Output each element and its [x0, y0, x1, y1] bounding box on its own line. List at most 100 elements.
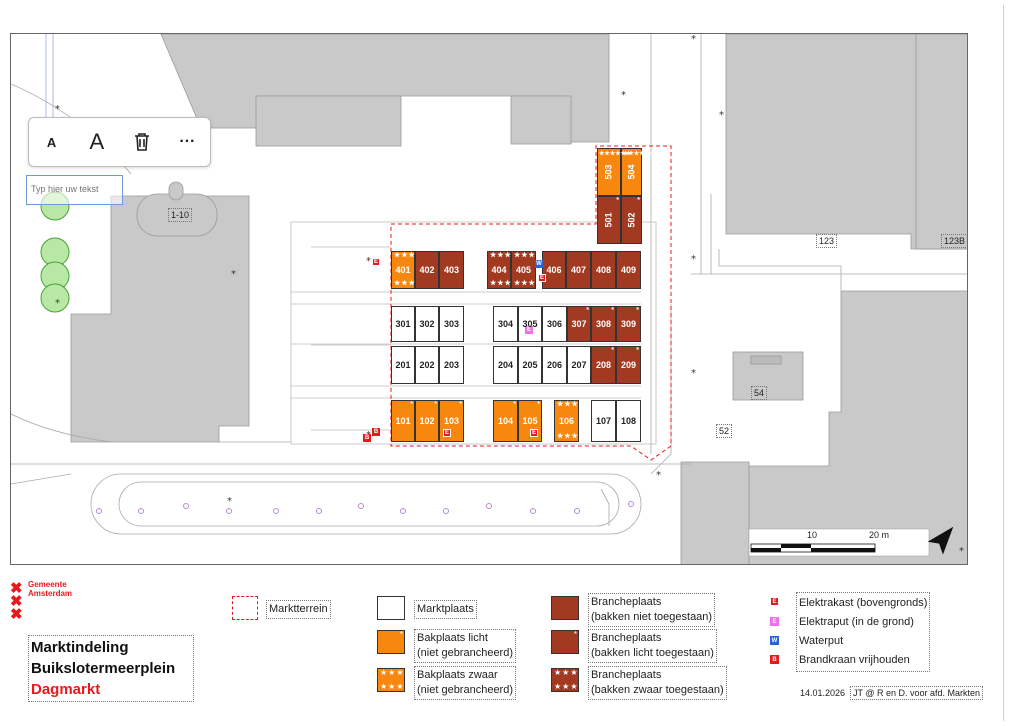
stall-304[interactable]: 304	[493, 306, 518, 342]
stall-409[interactable]: 409	[616, 251, 641, 289]
stall-204[interactable]: 204	[493, 346, 518, 384]
legend-branche-niet-swatch	[551, 596, 579, 620]
stall-402[interactable]: 402	[415, 251, 439, 289]
legend-branche-licht-swatch: *	[551, 630, 579, 654]
svg-text:*: *	[231, 269, 236, 280]
legend-marktplaats-swatch	[377, 596, 405, 620]
text-annotation-input[interactable]	[27, 176, 125, 202]
svg-text:*: *	[227, 496, 232, 507]
brandkraan-symbol: B	[363, 434, 371, 442]
building-north-mid	[510, 95, 572, 145]
legend-waterput-icon: W	[770, 636, 779, 645]
stall-405[interactable]: 405★★★★★★	[511, 251, 536, 289]
legend-bakplaats-licht-label: Bakplaats licht (niet gebrancheerd)	[414, 629, 517, 663]
elektrakast-symbol: E	[538, 274, 546, 282]
trash-icon	[135, 133, 150, 151]
legend-brandkraan-icon: B	[770, 655, 779, 664]
stall-102[interactable]: 102*	[415, 400, 439, 442]
amsterdam-logo-icon: ✖✖✖	[10, 580, 23, 623]
page-divider	[1003, 5, 1004, 721]
stall-101[interactable]: 101*	[391, 400, 415, 442]
font-size-large-button[interactable]: A	[89, 129, 105, 154]
legend-marktplaats-label: Marktplaats	[414, 600, 477, 619]
stall-206[interactable]: 206	[542, 346, 567, 384]
map-title: Marktindeling Buikslotermeerplein Dagmar…	[28, 635, 194, 702]
svg-text:*: *	[656, 470, 661, 481]
svg-text:*: *	[55, 298, 60, 309]
stall-502[interactable]: 502*	[621, 196, 642, 244]
footer-date: 14.01.2026	[800, 688, 846, 698]
stall-108[interactable]: 108	[616, 400, 641, 442]
stall-208[interactable]: 208*	[591, 346, 616, 384]
org-name: Gemeente Amsterdam	[28, 580, 73, 598]
legend-elektraput-icon: E	[770, 617, 779, 626]
font-size-small-button[interactable]: A	[46, 134, 57, 150]
building-north-low	[255, 95, 402, 147]
legend-branche-zwaar-label: Brancheplaats (bakken zwaar toegestaan)	[588, 666, 727, 700]
elektraput-symbol: E	[525, 326, 533, 334]
stall-401[interactable]: 401★★★★★★	[391, 251, 415, 289]
legend-branche-zwaar-swatch: ★★★★★★	[551, 668, 579, 692]
stall-407[interactable]: 407	[566, 251, 591, 289]
stall-406[interactable]: 406	[542, 251, 566, 289]
stall-202[interactable]: 202	[415, 346, 439, 384]
text-format-toolbar: A A ···	[28, 117, 211, 167]
market-map[interactable]: *** *** *** *** * 1-10 123 123B 54 52 10…	[10, 33, 968, 565]
stall-501[interactable]: 501*	[597, 196, 621, 244]
stall-403[interactable]: 403	[439, 251, 464, 289]
stall-404[interactable]: 404★★★★★★	[487, 251, 511, 289]
stall-209[interactable]: 209*	[616, 346, 641, 384]
legend-bakplaats-zwaar-label: Bakplaats zwaar (niet gebrancheerd)	[414, 666, 517, 700]
marktterrein-boundary	[390, 145, 672, 461]
building-52	[748, 290, 967, 564]
scale-bar	[750, 543, 876, 553]
legend-bakplaats-licht-swatch: *	[377, 630, 405, 654]
legend-symbols-labels: Elektrakast (bovengronds) Elektraput (in…	[796, 592, 931, 672]
stall-308[interactable]: 308*	[591, 306, 616, 342]
building-label-123: 123	[816, 234, 838, 248]
legend-bakplaats-zwaar-swatch: ★★★★★★	[377, 668, 405, 692]
stall-408[interactable]: 408	[591, 251, 616, 289]
building-123	[725, 34, 967, 250]
scale-label-10: 10	[807, 530, 818, 540]
svg-text:*: *	[691, 254, 696, 265]
stall-201[interactable]: 201	[391, 346, 415, 384]
text-annotation-box[interactable]	[26, 175, 125, 205]
stall-307[interactable]: 307*	[567, 306, 591, 342]
svg-text:*: *	[959, 546, 964, 557]
footer-credit: JT @ R en D. voor afd. Markten	[850, 686, 984, 700]
svg-text:*: *	[691, 368, 696, 379]
stall-302[interactable]: 302	[415, 306, 439, 342]
scale-label-20: 20 m	[869, 530, 890, 540]
legend-branche-licht-label: Brancheplaats (bakken licht toegestaan)	[588, 629, 717, 663]
building-label-123b: 123B	[941, 234, 967, 248]
svg-text:*: *	[621, 90, 626, 101]
stall-305[interactable]: 305	[518, 306, 542, 342]
stall-104[interactable]: 104*	[493, 400, 518, 442]
waterput-symbol: W	[535, 260, 543, 268]
more-options-button[interactable]: ···	[179, 133, 196, 150]
elektrakast-symbol: E	[530, 429, 538, 437]
stall-306[interactable]: 306	[542, 306, 567, 342]
brandkraan-symbol: B	[372, 428, 380, 436]
stall-504[interactable]: 504★★★★★★	[621, 148, 655, 196]
building-123b	[915, 34, 967, 250]
building-label-54: 54	[751, 386, 768, 400]
stall-309[interactable]: 309*	[616, 306, 641, 342]
svg-text:*: *	[691, 34, 696, 45]
svg-text:*: *	[55, 104, 60, 115]
stall-301[interactable]: 301	[391, 306, 415, 342]
stall-107[interactable]: 107	[591, 400, 616, 442]
stall-503[interactable]: 503★★★★★★	[597, 148, 631, 196]
stall-106[interactable]: 106★★★★★★	[554, 400, 579, 442]
building-label-1-10: 1-10	[168, 208, 193, 222]
delete-button[interactable]	[125, 125, 159, 159]
stall-207[interactable]: 207	[567, 346, 591, 384]
legend-marktterrein-swatch	[232, 596, 258, 620]
legend-branche-niet-label: Brancheplaats (bakken niet toegestaan)	[588, 593, 716, 627]
stall-303[interactable]: 303	[439, 306, 464, 342]
legend-elektrakast-icon: E	[770, 597, 779, 606]
stall-205[interactable]: 205	[518, 346, 542, 384]
svg-text:*: *	[366, 256, 371, 267]
stall-203[interactable]: 203	[439, 346, 464, 384]
